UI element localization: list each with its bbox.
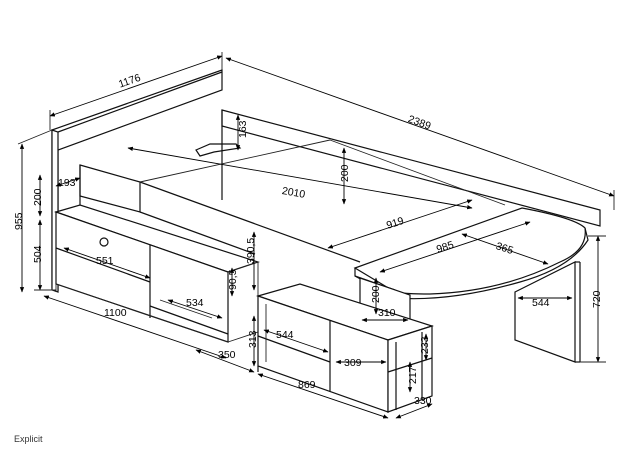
dim-label-544: 544 bbox=[276, 329, 294, 341]
dim-label-200-left: 200 bbox=[32, 188, 44, 206]
dim-label-1100: 1100 bbox=[104, 307, 127, 319]
dim-label-390-5: 390,5 bbox=[245, 238, 257, 264]
ladder-hook bbox=[195, 143, 242, 157]
dim-label-551: 551 bbox=[96, 255, 114, 267]
dim-label-365: 365 bbox=[494, 240, 515, 257]
dim-label-90-5: 90,5 bbox=[227, 269, 239, 290]
dim-label-310-support: 310 bbox=[378, 307, 396, 319]
back-side-rail bbox=[221, 109, 601, 227]
dimension-lines bbox=[17, 52, 615, 419]
dim-label-193: 193 bbox=[58, 177, 76, 189]
dim-label-869: 869 bbox=[298, 379, 316, 391]
dim-label-2389: 2389 bbox=[406, 113, 432, 132]
dimension-labels: 1176 2389 163 955 200 504 193 200 2010 9… bbox=[13, 72, 603, 407]
front-guard-rail bbox=[79, 164, 141, 213]
dim-label-313: 313 bbox=[247, 330, 259, 348]
dim-label-200-support: 200 bbox=[370, 285, 382, 303]
dim-label-919: 919 bbox=[385, 215, 406, 232]
dim-label-955: 955 bbox=[13, 212, 25, 230]
caption-text: Explicit bbox=[14, 434, 43, 444]
dim-label-217: 217 bbox=[407, 366, 419, 384]
dim-label-200-mid: 200 bbox=[339, 164, 351, 182]
furniture-outline bbox=[51, 69, 601, 413]
dim-label-330: 330 bbox=[414, 395, 432, 407]
dim-label-163: 163 bbox=[237, 120, 249, 138]
dim-label-350: 350 bbox=[218, 349, 236, 361]
dim-label-985: 985 bbox=[435, 239, 456, 256]
dim-label-720: 720 bbox=[591, 290, 603, 308]
dim-label-504: 504 bbox=[32, 245, 44, 263]
dim-label-309: 309 bbox=[344, 357, 362, 369]
dim-label-534: 534 bbox=[186, 297, 204, 309]
dim-label-310-desk: 544 bbox=[532, 297, 550, 309]
dim-label-2010: 2010 bbox=[281, 185, 306, 201]
dim-label-233: 233 bbox=[419, 336, 431, 354]
